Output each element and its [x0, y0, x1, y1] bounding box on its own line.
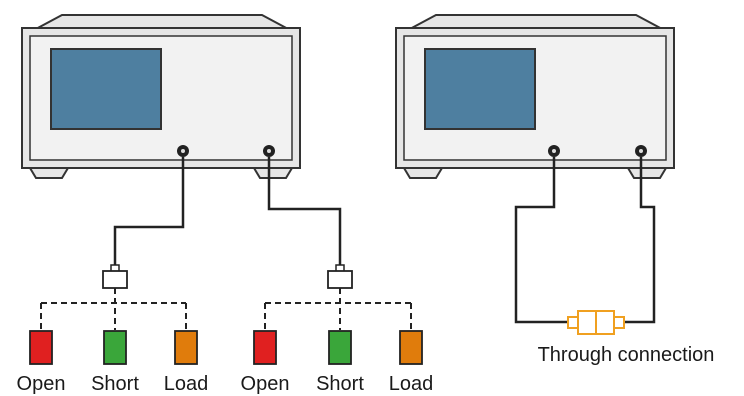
through-adapter [567, 310, 625, 335]
network-analyzer-left [21, 14, 301, 179]
analyzer-screen-right [424, 48, 536, 130]
analyzer-foot-right-b [626, 167, 668, 179]
network-analyzer-right [395, 14, 675, 179]
short-label: Short [91, 373, 139, 395]
open-label: Open [17, 373, 66, 395]
analyzer-foot-left-a [28, 167, 70, 179]
analyzer-screen-left [50, 48, 162, 130]
short-standard [103, 330, 127, 365]
standards-port1 [29, 330, 198, 365]
open-standard [29, 330, 53, 365]
cable-port1-right [514, 157, 569, 324]
load-standard [399, 330, 423, 365]
cable-port2-right [625, 157, 656, 324]
load-standard [174, 330, 198, 365]
open-label: Open [241, 373, 290, 395]
cable-port2-left [267, 157, 342, 271]
dashed-branches-port1 [40, 288, 187, 330]
short-label: Short [316, 373, 364, 395]
open-standard [253, 330, 277, 365]
cal-adapter-port1 [102, 264, 128, 289]
short-standard [328, 330, 352, 365]
analyzer-foot-right-a [402, 167, 444, 179]
load-label: Load [164, 373, 209, 395]
cal-adapter-port2 [327, 264, 353, 289]
load-label: Load [389, 373, 434, 395]
dashed-branches-port2 [264, 288, 412, 330]
cable-port1-left [113, 157, 185, 271]
standards-port2 [253, 330, 423, 365]
through-connection-label: Through connection [538, 344, 715, 366]
analyzer-foot-left-b [252, 167, 294, 179]
